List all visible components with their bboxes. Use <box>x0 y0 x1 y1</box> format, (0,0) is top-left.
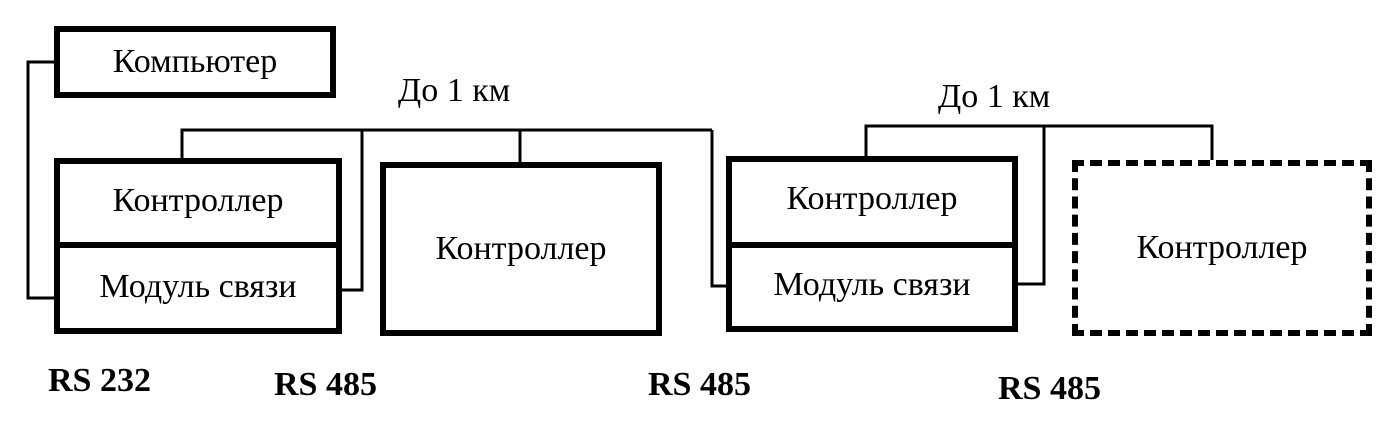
interface-label-rs485-1: RS 485 <box>274 366 377 403</box>
interface-label-rs485-3: RS 485 <box>998 370 1101 407</box>
rs485-tap-comm2-out <box>1018 126 1046 286</box>
distance-label-1: До 1 км <box>398 72 511 109</box>
rs485-bus-1 <box>180 128 712 158</box>
comm-module-label: Модуль связи <box>773 266 971 303</box>
controller-label: Контроллер <box>1136 229 1308 266</box>
interface-label-rs485-2: RS 485 <box>648 366 751 403</box>
unit-divider <box>732 242 1012 248</box>
controller-comm-unit-2: Контроллер Модуль связи <box>726 156 1018 332</box>
controller-comm-unit-1: Контроллер Модуль связи <box>54 158 342 334</box>
rs485-bus-2 <box>864 124 1214 160</box>
controller-box-center: Контроллер <box>380 162 662 336</box>
computer-box: Компьютер <box>54 26 336 98</box>
distance-label-2: До 1 км <box>938 78 1051 115</box>
rs232-wire <box>26 60 54 300</box>
controller-label: Контроллер <box>786 180 958 217</box>
unit-divider <box>60 242 336 248</box>
rs485-tap-comm1 <box>342 130 364 292</box>
controller-label: Контроллер <box>435 230 607 267</box>
controller-label: Контроллер <box>112 182 284 219</box>
rs485-tap-comm2 <box>710 130 732 288</box>
comm-module-label: Модуль связи <box>99 268 297 305</box>
controller-box-optional: Контроллер <box>1072 160 1372 336</box>
interface-label-rs232: RS 232 <box>48 362 151 399</box>
computer-label: Компьютер <box>112 43 278 80</box>
